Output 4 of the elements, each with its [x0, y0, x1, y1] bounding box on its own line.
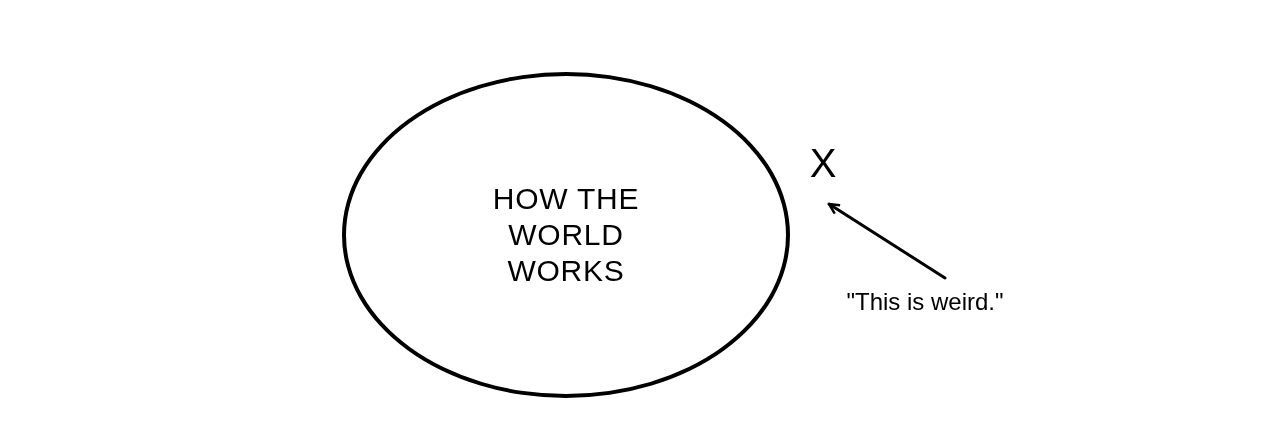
- arrow: [827, 202, 947, 280]
- ellipse-node: HOW THE WORLD WORKS: [342, 72, 790, 398]
- mark-label: X: [806, 140, 840, 186]
- annotation-text: "This is weird.": [815, 284, 1035, 320]
